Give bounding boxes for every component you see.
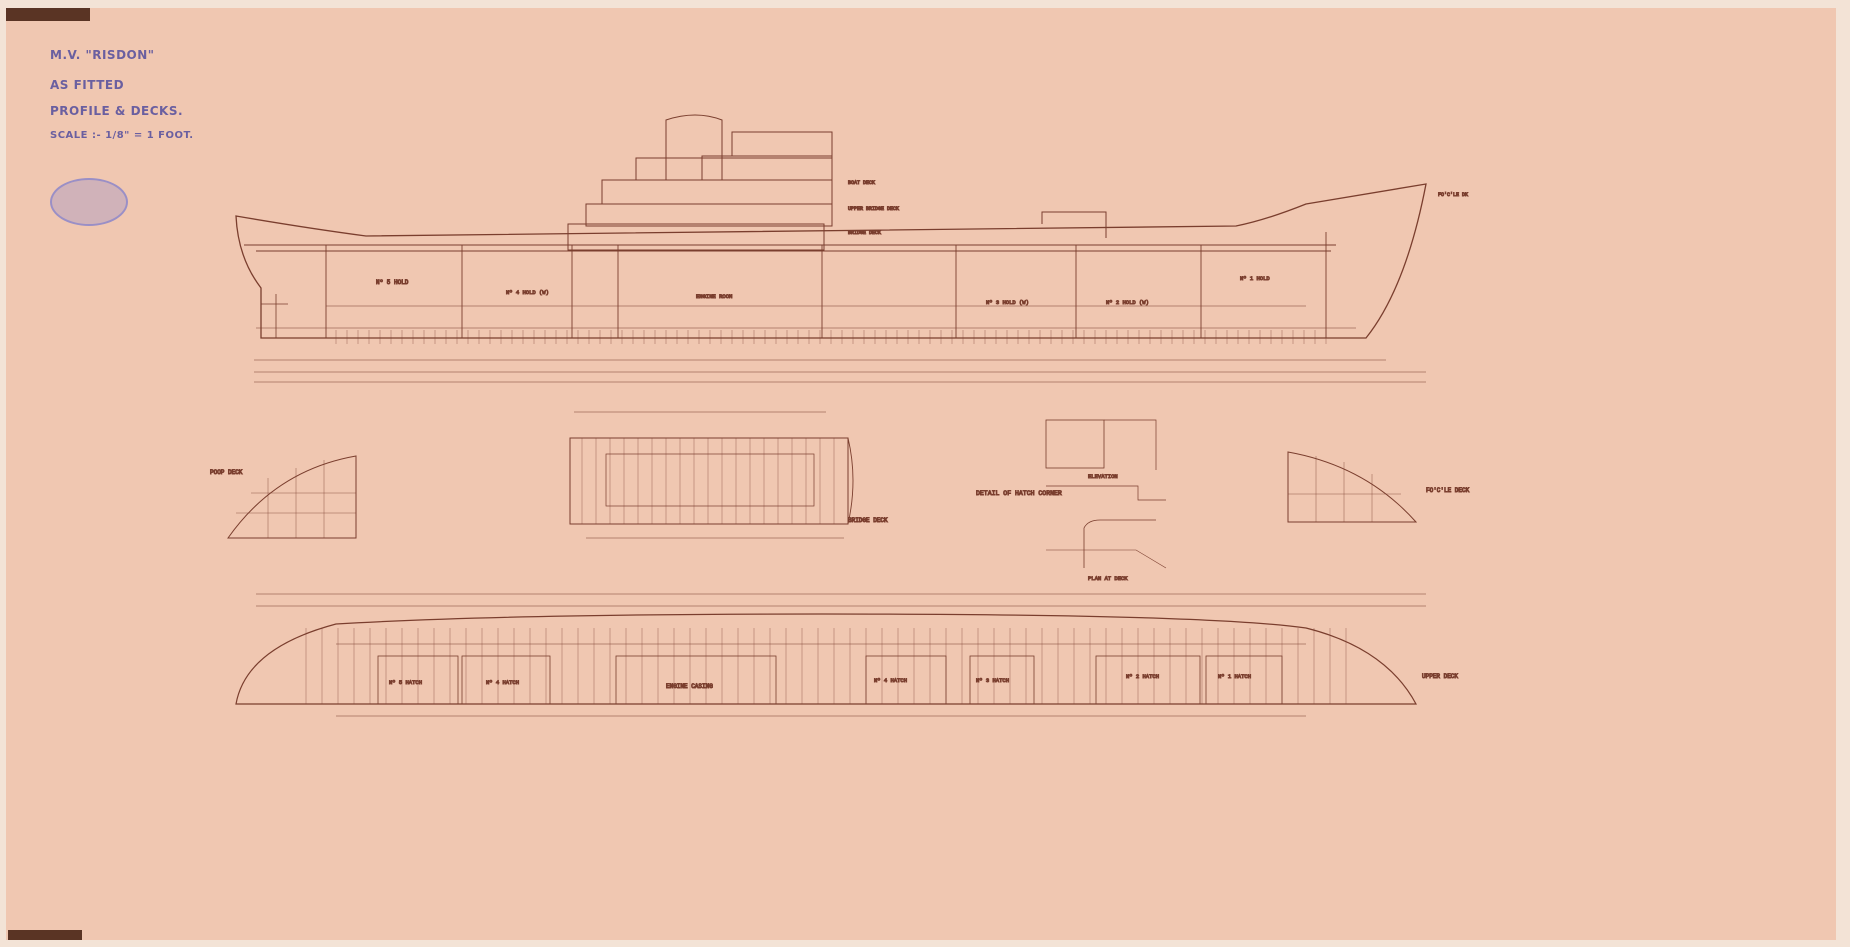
label-upper-bridge-deck: UPPER BRIDGE DECK (848, 206, 899, 212)
label-forecastle: FO'C'LE DK (1438, 192, 1468, 198)
label-no5-hatch: Nº 5 HATCH (389, 679, 422, 686)
tape-strip-bottom (8, 930, 82, 940)
scale-note: SCALE :- 1/8" = 1 FOOT. (50, 130, 194, 141)
label-poop-deck: POOP DECK (210, 469, 243, 476)
label-no1-hatch: Nº 1 HATCH (1218, 673, 1251, 680)
drawing-status: AS FITTED (50, 78, 125, 92)
hull-outline (235, 183, 1427, 339)
drawing-sheet: Nº 5 HOLD Nº 4 HOLD (W) Nº 3 HOLD (W) Nº… (6, 8, 1836, 940)
bridge-deck-plan: BRIDGE DECK (569, 437, 889, 539)
hatch-corner-detail: DETAIL OF HATCH CORNER ELEVATION PLAN AT… (976, 419, 1167, 583)
label-upper-deck: UPPER DECK (1422, 673, 1458, 680)
label-detail-title: DETAIL OF HATCH CORNER (976, 490, 1062, 497)
ship-drawing: Nº 5 HOLD Nº 4 HOLD (W) Nº 3 HOLD (W) Nº… (210, 114, 1470, 717)
label-no5-hold: Nº 5 HOLD (376, 279, 409, 286)
label-plan-at-deck: PLAN AT DECK (1088, 575, 1128, 582)
label-no4-hatch-aft: Nº 4 HATCH (486, 679, 519, 686)
label-no2-hatch: Nº 2 HATCH (1126, 673, 1159, 680)
label-boat-deck: BOAT DECK (848, 180, 875, 186)
sheet-title: PROFILE & DECKS. (50, 104, 184, 118)
archive-stamp-icon (50, 178, 128, 226)
upper-deck-plan: Nº 5 HATCH Nº 4 HATCH ENGINE CASING Nº 4… (235, 593, 1459, 717)
tape-strip-top (6, 8, 90, 21)
label-no1-hold: Nº 1 HOLD (1240, 275, 1270, 282)
profile-elevation: Nº 5 HOLD Nº 4 HOLD (W) Nº 3 HOLD (W) Nº… (235, 114, 1469, 413)
label-no3-hold: Nº 3 HOLD (W) (986, 299, 1029, 306)
label-bridge-deck: BRIDGE DECK (848, 230, 881, 236)
poop-deck-plan: POOP DECK (210, 455, 357, 539)
label-focsle-deck: FO'C'LE DECK (1426, 487, 1470, 494)
vessel-name: M.V. "RISDON" (50, 48, 155, 62)
label-engine-casing: ENGINE CASING (666, 683, 713, 690)
label-elevation: ELEVATION (1088, 473, 1118, 480)
label-no4-hatch: Nº 4 HATCH (874, 677, 907, 684)
label-no3-hatch: Nº 3 HATCH (976, 677, 1009, 684)
label-bridge-deck-plan: BRIDGE DECK (848, 517, 888, 524)
label-engine-room: ENGINE ROOM (696, 293, 732, 300)
focsle-deck-plan: FO'C'LE DECK (1287, 451, 1470, 523)
label-no4-hold: Nº 4 HOLD (W) (506, 289, 549, 296)
label-no2-hold: Nº 2 HOLD (W) (1106, 299, 1149, 306)
